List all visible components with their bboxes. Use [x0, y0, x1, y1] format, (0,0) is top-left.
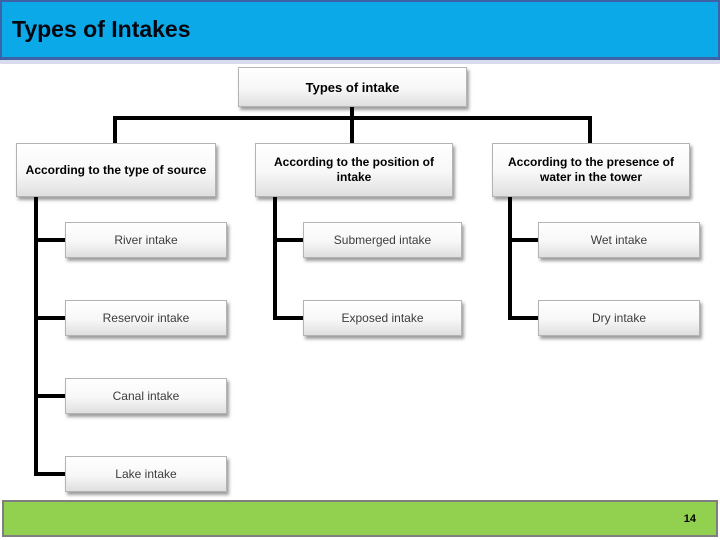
branch-label: According to the type of source — [25, 162, 207, 177]
diagram-leaf-submerged-intake: Submerged intake — [303, 222, 462, 258]
connector-branch1-stub-4 — [34, 472, 65, 476]
connector-branch2-stub-2 — [273, 316, 303, 320]
connector-branch3-stub-1 — [508, 238, 538, 242]
connector-horizontal-rail — [113, 116, 592, 120]
diagram-leaf-lake-intake: Lake intake — [65, 456, 227, 492]
leaf-label: River intake — [114, 233, 178, 247]
slide-title-bar: Types of Intakes — [0, 0, 720, 60]
connector-branch1-stub-1 — [34, 238, 65, 242]
connector-branch2-stub-1 — [273, 238, 303, 242]
diagram-leaf-dry-intake: Dry intake — [538, 300, 700, 336]
branch-label: According to the presence of water in th… — [507, 155, 675, 184]
slide-footer-bar: 14 — [2, 500, 718, 537]
connector-branch2-spine — [273, 197, 277, 320]
connector-branch1-stub-3 — [34, 394, 65, 398]
diagram-leaf-river-intake: River intake — [65, 222, 227, 258]
diagram-root-label: Types of intake — [305, 79, 400, 95]
leaf-label: Submerged intake — [333, 233, 432, 247]
diagram-root-node: Types of intake — [238, 67, 467, 107]
leaf-label: Lake intake — [115, 467, 177, 481]
diagram-branch-source: According to the type of source — [16, 143, 216, 197]
leaf-label: Dry intake — [591, 311, 647, 325]
connector-branch3-spine — [508, 197, 512, 320]
diagram-leaf-exposed-intake: Exposed intake — [303, 300, 462, 336]
leaf-label: Wet intake — [590, 233, 648, 247]
diagram-branch-position: According to the position of intake — [255, 143, 453, 197]
connector-branch1-stub-2 — [34, 316, 65, 320]
connector-drop-branch-1 — [113, 116, 117, 143]
branch-label: According to the position of intake — [274, 155, 434, 184]
leaf-label: Reservoir intake — [102, 311, 190, 325]
connector-root-drop — [350, 107, 354, 143]
leaf-label: Exposed intake — [341, 311, 424, 325]
diagram-branch-presence: According to the presence of water in th… — [492, 143, 690, 197]
diagram-leaf-wet-intake: Wet intake — [538, 222, 700, 258]
header-divider — [0, 60, 720, 64]
connector-branch3-stub-2 — [508, 316, 538, 320]
diagram-leaf-canal-intake: Canal intake — [65, 378, 227, 414]
page-number: 14 — [683, 512, 696, 525]
leaf-label: Canal intake — [112, 389, 180, 403]
connector-drop-branch-3 — [588, 116, 592, 143]
page-title: Types of Intakes — [12, 16, 191, 42]
diagram-leaf-reservoir-intake: Reservoir intake — [65, 300, 227, 336]
connector-branch1-spine — [34, 197, 38, 476]
